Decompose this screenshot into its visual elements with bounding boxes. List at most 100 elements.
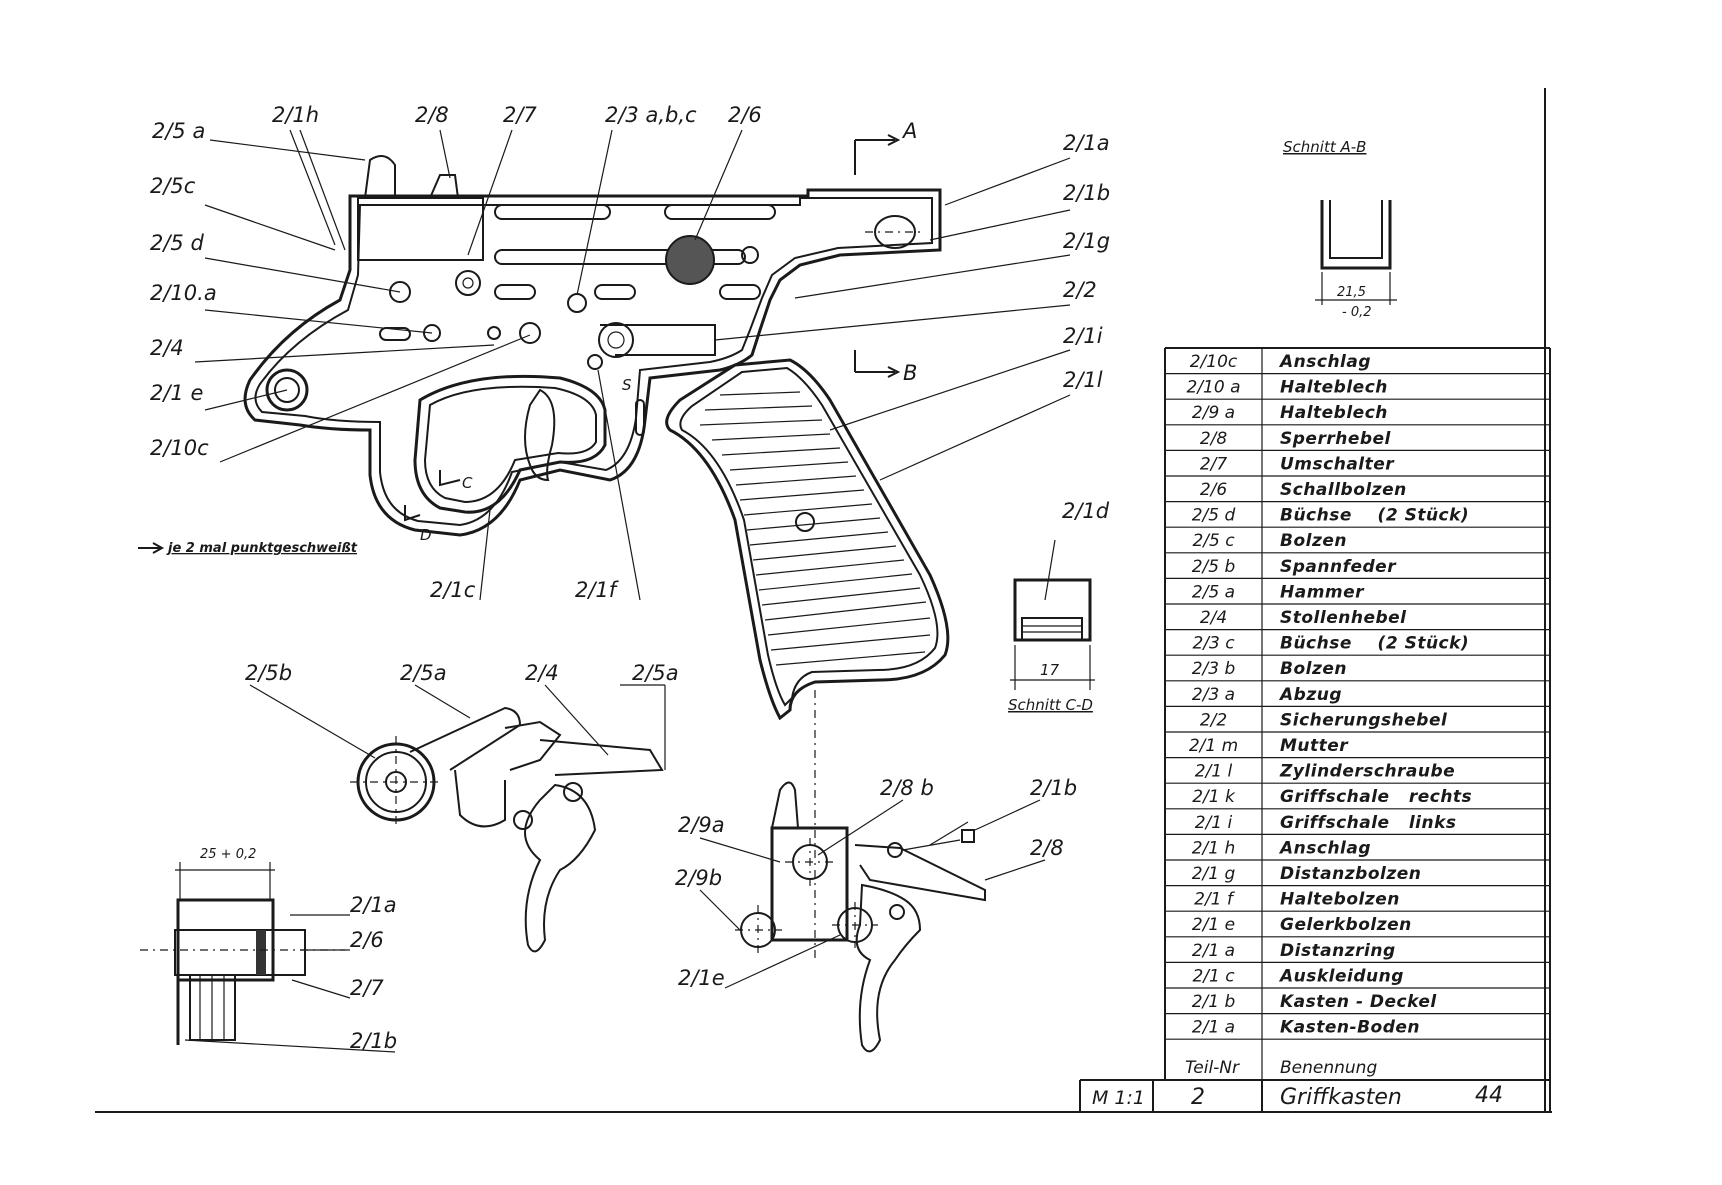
table-part-name: Griffschale links — [1280, 813, 1457, 833]
table-part-number: 2/10c — [1190, 352, 1238, 372]
hammer-mechanism-view — [249, 684, 666, 953]
mark-s: S — [622, 376, 632, 394]
table-part-number: 2/7 — [1200, 454, 1228, 474]
section-ab-tol: - 0,2 — [1342, 305, 1372, 320]
label-2-5a: 2/5 a — [152, 119, 205, 143]
table-part-name: Anschlag — [1278, 838, 1371, 858]
weld-note-arrow — [138, 542, 165, 554]
drawing-title: Griffkasten — [1280, 1085, 1402, 1110]
label-2-1e-low: 2/1e — [678, 966, 725, 990]
title-block — [1079, 1079, 1550, 1112]
table-part-number: 2/3 a — [1192, 685, 1235, 705]
table-part-number: 2/1 l — [1195, 762, 1233, 782]
table-part-name: Büchse (2 Stück) — [1280, 634, 1469, 654]
label-2-1a-low: 2/1a — [350, 893, 397, 917]
grip-hatching — [699, 391, 931, 666]
table-part-name: Umschalter — [1280, 454, 1395, 474]
label-2-10c: 2/10c — [150, 436, 209, 460]
section-a-b — [1315, 200, 1397, 305]
label-2-8b: 2/8 b — [880, 776, 934, 800]
label-2-1b-low: 2/1b — [1030, 776, 1077, 800]
header-designation: Benennung — [1280, 1058, 1377, 1078]
label-2-9b: 2/9b — [675, 866, 722, 890]
table-part-number: 2/1 m — [1189, 736, 1238, 756]
table-part-number: 2/1 b — [1192, 992, 1236, 1012]
callout-labels: 2/5 a 2/1h 2/8 2/7 2/3 a,b,c 2/6 A 2/1a … — [150, 103, 1372, 1053]
table-part-name: Abzug — [1278, 685, 1342, 705]
section-ab-dim: 21,5 — [1337, 285, 1366, 300]
section-cd-title: Schnitt C-D — [1008, 696, 1093, 714]
section-marker-a: A — [901, 119, 917, 143]
table-part-name: Halteblech — [1280, 378, 1388, 398]
table-part-name: Mutter — [1280, 736, 1349, 756]
table-part-number: 2/3 c — [1192, 634, 1235, 654]
table-part-name: Sicherungshebel — [1280, 710, 1448, 730]
table-part-number: 2/1 a — [1192, 941, 1235, 961]
label-2-1b: 2/1b — [1063, 181, 1110, 205]
weld-note: je 2 mal punktgeschweißt — [166, 541, 358, 556]
leaders-main — [194, 129, 1071, 601]
table-part-number: 2/2 — [1200, 710, 1227, 730]
label-2-6: 2/6 — [728, 103, 762, 127]
label-2-5a-low1: 2/5a — [400, 661, 447, 685]
table-part-number: 2/6 — [1200, 480, 1228, 500]
label-2-1c: 2/1c — [430, 578, 476, 602]
table-part-name: Sperrhebel — [1280, 429, 1392, 449]
label-2-1i: 2/1i — [1063, 324, 1103, 348]
table-part-number: 2/1 a — [1192, 1018, 1235, 1038]
section-c-d — [1010, 539, 1095, 690]
table-part-name: Anschlag — [1278, 352, 1371, 372]
table-part-number: 2/8 — [1200, 429, 1228, 449]
label-2-1a: 2/1a — [1063, 131, 1110, 155]
label-2-5c: 2/5c — [150, 174, 196, 198]
table-part-number: 2/1 f — [1194, 890, 1236, 910]
table-part-number: 2/1 g — [1192, 864, 1236, 884]
bolt-section-view — [140, 862, 396, 1053]
label-2-1d: 2/1d — [1062, 499, 1110, 523]
table-part-name: Bolzen — [1280, 659, 1347, 679]
label-2-7: 2/7 — [503, 103, 537, 127]
table-part-number: 2/9 a — [1192, 403, 1235, 423]
parts-table-grid — [1164, 347, 1551, 1112]
table-part-name: Schallbolzen — [1280, 480, 1407, 500]
label-2-1e: 2/1 e — [150, 381, 203, 405]
label-2-1f: 2/1f — [575, 578, 620, 602]
table-part-number: 2/1 h — [1192, 838, 1236, 858]
table-part-number: 2/3 b — [1192, 659, 1236, 679]
dim-25: 25 + 0,2 — [200, 847, 256, 862]
table-part-name: Zylinderschraube — [1279, 762, 1455, 782]
mark-c: C — [462, 474, 473, 492]
label-2-1l: 2/1l — [1063, 368, 1103, 392]
table-part-name: Distanzbolzen — [1280, 864, 1421, 884]
label-2-8: 2/8 — [415, 103, 449, 127]
grip-panel-hatched — [665, 358, 950, 960]
table-part-name: Büchse (2 Stück) — [1280, 506, 1469, 526]
table-part-name: Haltebolzen — [1280, 890, 1400, 910]
page-number: 44 — [1475, 1083, 1503, 1108]
title-block-text: M 1:1 2 Griffkasten 44 — [1092, 1083, 1503, 1110]
safety-lever-view — [699, 781, 1046, 1053]
section-marker-b: B — [903, 361, 917, 385]
table-part-name: Hammer — [1280, 582, 1365, 602]
label-2-1b-bottom: 2/1b — [350, 1029, 397, 1053]
label-2-5a-low2: 2/5a — [632, 661, 679, 685]
sheet-frame — [95, 88, 1552, 1113]
label-2-6-low: 2/6 — [350, 928, 384, 952]
grip-housing-side-view — [243, 134, 942, 537]
label-2-10a: 2/10.a — [150, 281, 217, 305]
label-2-4-low: 2/4 — [525, 661, 559, 685]
table-part-number: 2/10 a — [1187, 378, 1241, 398]
table-part-number: 2/1 c — [1192, 966, 1235, 986]
section-cd-dim: 17 — [1040, 661, 1060, 679]
scale: M 1:1 — [1092, 1087, 1145, 1109]
label-2-3abc: 2/3 a,b,c — [605, 103, 697, 127]
table-part-number: 2/1 e — [1192, 915, 1235, 935]
table-part-number: 2/1 i — [1195, 813, 1233, 833]
table-part-number: 2/5 c — [1192, 531, 1235, 551]
group-number: 2 — [1191, 1085, 1205, 1110]
table-part-name: Kasten-Boden — [1280, 1018, 1420, 1038]
table-part-number: 2/5 a — [1192, 582, 1235, 602]
